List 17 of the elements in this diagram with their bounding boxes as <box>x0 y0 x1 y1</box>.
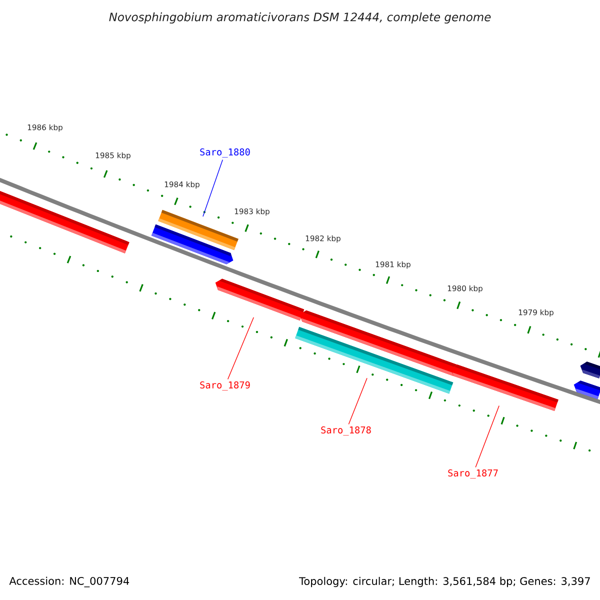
gene-bar <box>151 224 234 264</box>
leader-line <box>202 159 223 217</box>
gene-label: Saro_1877 <box>448 469 498 479</box>
genome-info-text: Topology: circular; Length: 3,561,584 bp; Genes: 3,397 <box>299 576 590 588</box>
gene-bar <box>580 362 600 378</box>
gene-label: Saro_1880 <box>200 148 250 158</box>
leader-line <box>348 378 368 425</box>
title: Novosphingobium aromaticivorans DSM 12444, complete genome <box>109 12 491 24</box>
accession-text: Accession: NC_007794 <box>9 576 130 588</box>
gene-bar <box>215 278 304 321</box>
gene-bar <box>574 380 600 400</box>
leader-line <box>475 405 500 468</box>
gene-bar <box>300 310 458 376</box>
gene-bar <box>450 364 558 411</box>
leader-line <box>227 317 254 380</box>
gene-label: Saro_1878 <box>321 426 371 436</box>
gene-label: Saro_1879 <box>200 381 250 391</box>
